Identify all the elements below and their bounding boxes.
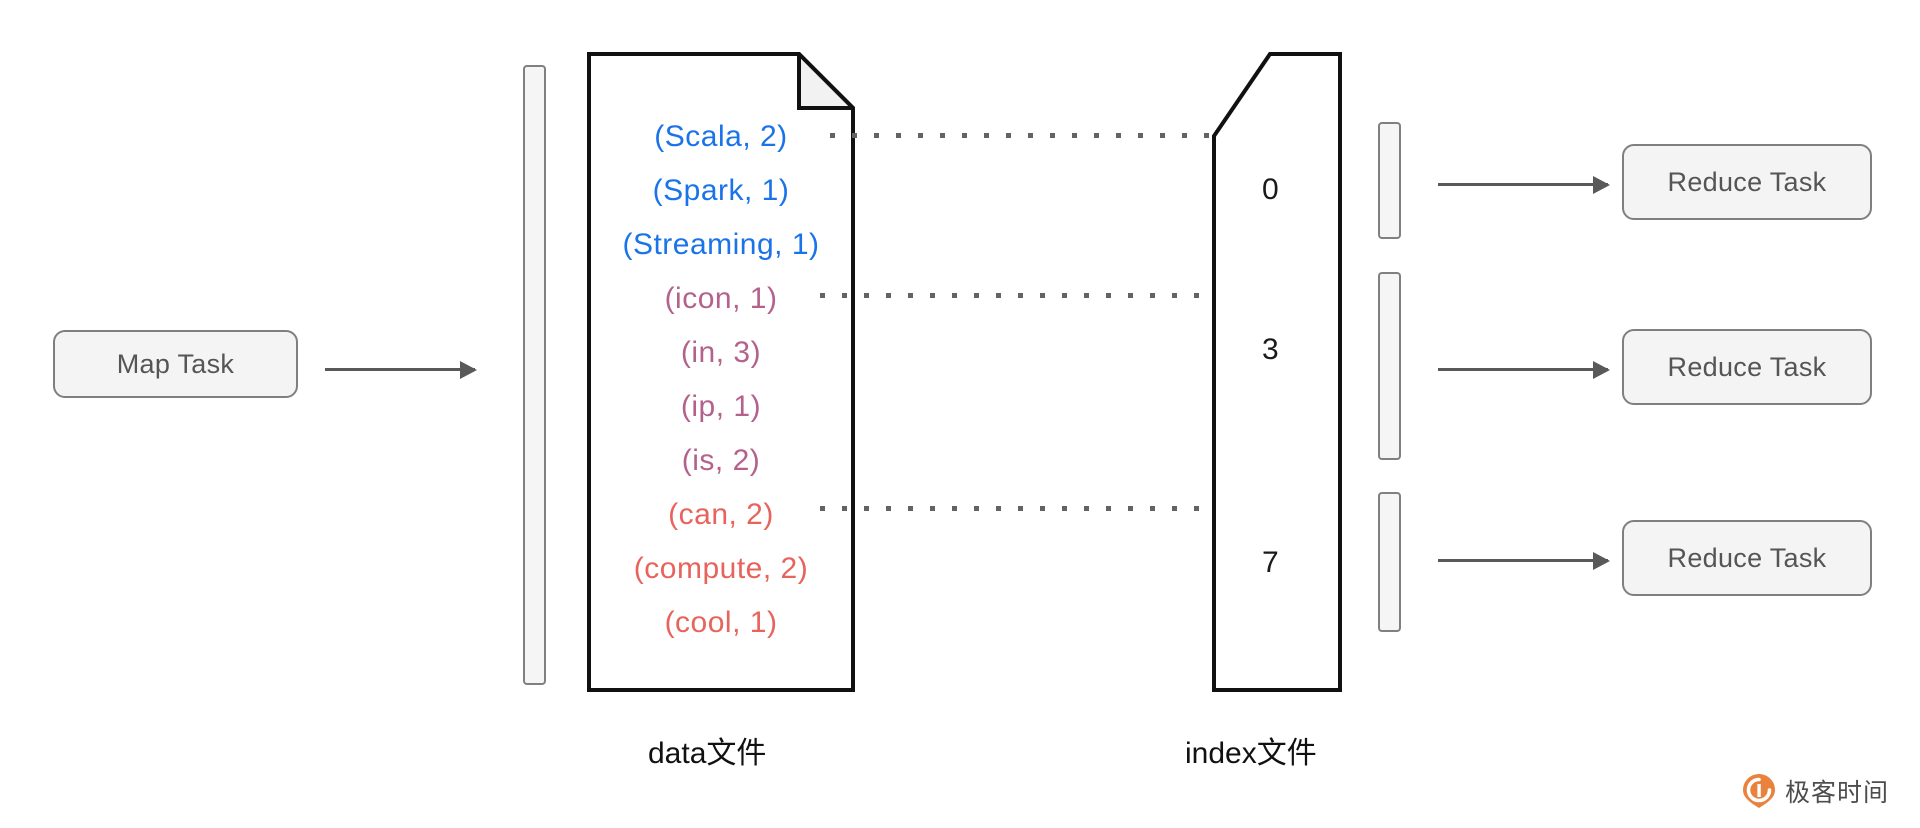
data-entry: (icon, 1) [664, 282, 778, 315]
reduce-fetch-bar-2 [1378, 272, 1401, 460]
data-entry: (Scala, 2) [654, 120, 788, 153]
reduce-task-box-2[interactable]: Reduce Task [1622, 329, 1872, 405]
index-offset-value: 3 [1262, 333, 1279, 366]
map-task-box[interactable]: Map Task [53, 330, 298, 398]
watermark: 极客时间 [1742, 773, 1889, 809]
geektime-pin-icon [1743, 774, 1775, 808]
reduce-task-box-3[interactable]: Reduce Task [1622, 520, 1872, 596]
data-entry: (cool, 1) [664, 606, 778, 639]
data-entry: (is, 2) [681, 444, 761, 477]
map-task-label: Map Task [116, 348, 235, 379]
data-file-shape [587, 52, 855, 692]
arrow-map-to-buffer [325, 368, 475, 371]
reduce-task-label: Reduce Task [1667, 166, 1827, 197]
index-file: 0 3 7 [1212, 52, 1342, 692]
index-offset-value: 0 [1262, 173, 1279, 206]
reduce-task-label: Reduce Task [1667, 542, 1827, 573]
data-file-caption: data文件 [648, 737, 767, 770]
data-file-entry-list: (Scala, 2) (Spark, 1) (Streaming, 1) (ic… [587, 52, 855, 692]
data-entry: (ip, 1) [680, 390, 762, 423]
reduce-task-label: Reduce Task [1667, 351, 1827, 382]
data-entry: (compute, 2) [633, 552, 809, 585]
dotted-connector-offset-3 [820, 293, 1235, 298]
data-entry: (in, 3) [680, 336, 762, 369]
index-file-caption: index文件 [1185, 737, 1317, 770]
data-entry: (can, 2) [668, 498, 774, 531]
data-entry: (Spark, 1) [652, 174, 790, 207]
arrow-to-reduce-task-1 [1438, 183, 1608, 186]
data-entry: (Streaming, 1) [622, 228, 820, 261]
data-file: (Scala, 2) (Spark, 1) (Streaming, 1) (ic… [587, 52, 855, 692]
arrow-to-reduce-task-2 [1438, 368, 1608, 371]
dotted-connector-offset-7 [820, 506, 1235, 511]
index-offset-value: 7 [1262, 546, 1279, 579]
reduce-task-box-1[interactable]: Reduce Task [1622, 144, 1872, 220]
index-file-shape [1212, 52, 1342, 692]
arrow-to-reduce-task-3 [1438, 559, 1608, 562]
reduce-fetch-bar-3 [1378, 492, 1401, 632]
dotted-connector-offset-0 [830, 133, 1235, 138]
watermark-text: 极客时间 [1785, 779, 1890, 807]
map-output-buffer-bar [523, 65, 546, 685]
reduce-fetch-bar-1 [1378, 122, 1401, 239]
